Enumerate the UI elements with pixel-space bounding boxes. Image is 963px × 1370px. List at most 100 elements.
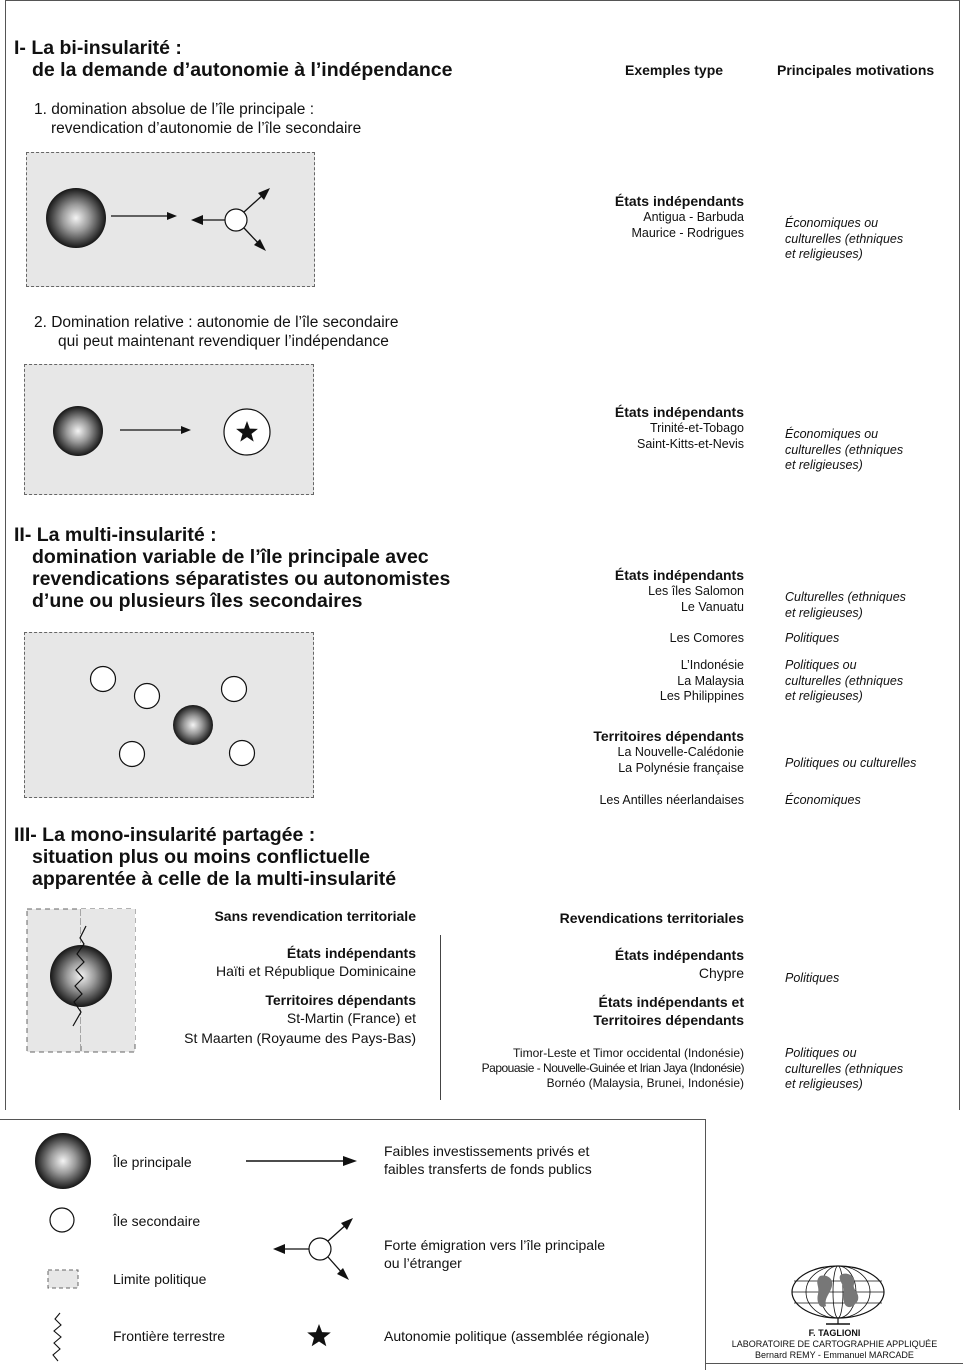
credit-names: Bernard REMY - Emmanuel MARCADE [755, 1350, 914, 1360]
main-island-icon [46, 188, 106, 248]
main-island-icon [173, 705, 213, 745]
right-col-sub1: États indépendants [614, 947, 744, 963]
section1-subheading-2: 2. Domination relative : autonomie de l’… [34, 313, 398, 351]
block3-group5-motivation: Économiques [785, 793, 861, 809]
legend-main-island-icon [35, 1133, 91, 1189]
right-col-sub1-motivation: Politiques [785, 971, 839, 987]
secondary-island-icon [133, 682, 161, 710]
block3-item: Les Philippines [659, 689, 744, 703]
left-col-item: Haïti et République Dominicaine [216, 963, 416, 979]
section3-title-line1: III- La mono-insularité partagée : [14, 824, 316, 846]
motivation-line: et religieuses) [785, 247, 863, 261]
motivation-line: culturelles (ethniques [785, 231, 904, 246]
legend-emigration-line: Forte émigration vers l’île principale [384, 1237, 605, 1253]
main-island-icon [53, 406, 103, 456]
globe-logo [791, 1265, 885, 1325]
right-col-item: Chypre [698, 965, 744, 981]
legend-secondary-island-icon [49, 1207, 75, 1233]
block3-group4-motivation: Politiques ou culturelles [785, 756, 916, 772]
panel3-diagram [89, 665, 256, 768]
secondary-island-icon [89, 665, 117, 693]
legend-label-secondary-island: Île secondaire [113, 1213, 201, 1229]
column-divider [440, 935, 441, 1100]
credit-lab: LABORATOIRE DE CARTOGRAPHIE APPLIQUÉE [731, 1339, 938, 1349]
block3-group5: Les Antilles néerlandaises [599, 793, 744, 809]
legend-label-emigration: Forte émigration vers l’île principale o… [384, 1236, 605, 1272]
block2-item: Trinité-et-Tobago [649, 421, 744, 435]
secondary-island-icon [220, 675, 248, 703]
right-col-item: Bornéo (Malaysia, Brunei, Indonésie) [546, 1076, 744, 1090]
block2-motivation: Économiques ou culturelles (ethniques et… [785, 427, 903, 474]
legend-box [0, 1119, 706, 1370]
section2-title-line2: domination variable de l’île principale … [32, 546, 429, 568]
block3-item: La Nouvelle-Calédonie [617, 745, 744, 759]
right-col-sub2-motivation: Politiques ou culturelles (ethniques et … [785, 1046, 903, 1093]
motivation-line: culturelles (ethniques [785, 442, 904, 457]
right-col-sub2: États indépendants et [598, 994, 744, 1010]
sub1-line2: revendication d’autonomie de l’île secon… [51, 120, 362, 137]
motivation-line: Économiques [785, 793, 861, 807]
motivation-line: Politiques ou [785, 658, 857, 672]
secondary-island-icon [118, 740, 146, 768]
legend-emigration-line: ou l’étranger [384, 1255, 462, 1271]
block1-examples: États indépendants Antigua - Barbuda Mau… [615, 192, 744, 241]
section2-title-line1: II- La multi-insularité : [14, 524, 217, 546]
block2-examples: États indépendants Trinité-et-Tobago Sai… [615, 403, 744, 452]
legend-land-border-icon [52, 1312, 62, 1362]
sub2-line2: qui peut maintenant revendiquer l’indépe… [58, 333, 389, 350]
left-col-heading: Sans revendication territoriale [214, 908, 416, 924]
block3-group3-motivation: Politiques ou culturelles (ethniques et … [785, 658, 903, 705]
diagram-panel-absolute-domination [26, 152, 315, 287]
block3-examples: États indépendants Les îles Salomon Le V… [615, 566, 744, 615]
right-col-heading: Revendications territoriales [559, 910, 744, 926]
block3-item: L’Indonésie [680, 658, 744, 672]
motivation-line: Économiques ou [785, 216, 879, 230]
star-icon [236, 421, 258, 442]
emigration-icon [191, 188, 270, 251]
block1-heading: États indépendants [614, 193, 744, 209]
right-col-sub2: Territoires dépendants [593, 1012, 744, 1028]
column-header-motivations: Principales motivations [777, 62, 935, 78]
section2-title: II- La multi-insularité : domination var… [14, 524, 450, 612]
right-col-items: Timor-Leste et Timor occidental (Indonés… [482, 1046, 745, 1091]
block1-motivation: Économiques ou culturelles (ethniques et… [785, 216, 903, 263]
left-col-sub1: États indépendants [286, 945, 416, 961]
motivation-line: et religieuses) [785, 458, 863, 472]
block2-item: Saint-Kitts-et-Nevis [637, 436, 744, 451]
block1-item: Maurice - Rodrigues [631, 225, 744, 240]
block3-item: La Malaysia [677, 673, 744, 688]
motivation-line: Culturelles (ethniques [785, 590, 906, 604]
credit-author: F. TAGLIONI [808, 1328, 861, 1338]
legend-emigration-icon [273, 1218, 353, 1280]
block1-item: Antigua - Barbuda [643, 210, 744, 224]
legend-political-limit-icon [47, 1269, 79, 1289]
legend-label-political-limit: Limite politique [113, 1271, 207, 1287]
right-col-item: Timor-Leste et Timor occidental (Indonés… [513, 1046, 744, 1060]
left-col-sub2: Territoires dépendants [265, 992, 416, 1008]
diagram-panel-multi-insularity [24, 632, 314, 798]
credits: F. TAGLIONI LABORATOIRE DE CARTOGRAPHIE … [706, 1328, 963, 1361]
panel1-diagram [46, 188, 270, 251]
section1-title-line2: de la demande d’autonomie à l’indépendan… [32, 59, 453, 81]
motivation-line: culturelles (ethniques [785, 673, 904, 688]
legend-label-arrow: Faibles investissements privés et faible… [384, 1142, 592, 1178]
block3-item: Le Vanuatu [680, 599, 744, 614]
block2-heading: États indépendants [614, 404, 744, 420]
legend-label-main-island: Île principale [113, 1154, 192, 1170]
right-column: Revendications territoriales États indép… [560, 909, 744, 1029]
section3-title-line3: apparentée à celle de la multi-insularit… [32, 868, 397, 890]
motivation-line: et religieuses) [785, 689, 863, 703]
section3-title-line2: situation plus ou moins conflictuelle [32, 846, 371, 868]
legend-label-star: Autonomie politique (assemblée régionale… [384, 1328, 650, 1344]
legend-arrow-icon [246, 1156, 357, 1166]
motivation-line: culturelles (ethniques [785, 1061, 904, 1076]
left-col-item: St Maarten (Royaume des Pays-Bas) [184, 1030, 416, 1046]
secondary-island-icon [228, 739, 256, 767]
arrow-icon [111, 212, 177, 220]
motivation-line: et religieuses) [785, 605, 863, 620]
arrow-icon [120, 426, 191, 434]
motivation-line: Politiques [785, 971, 840, 985]
legend-label-land-border: Frontière terrestre [113, 1328, 226, 1344]
section3-title: III- La mono-insularité partagée : situa… [14, 824, 396, 890]
motivation-line: et religieuses) [785, 1077, 863, 1091]
